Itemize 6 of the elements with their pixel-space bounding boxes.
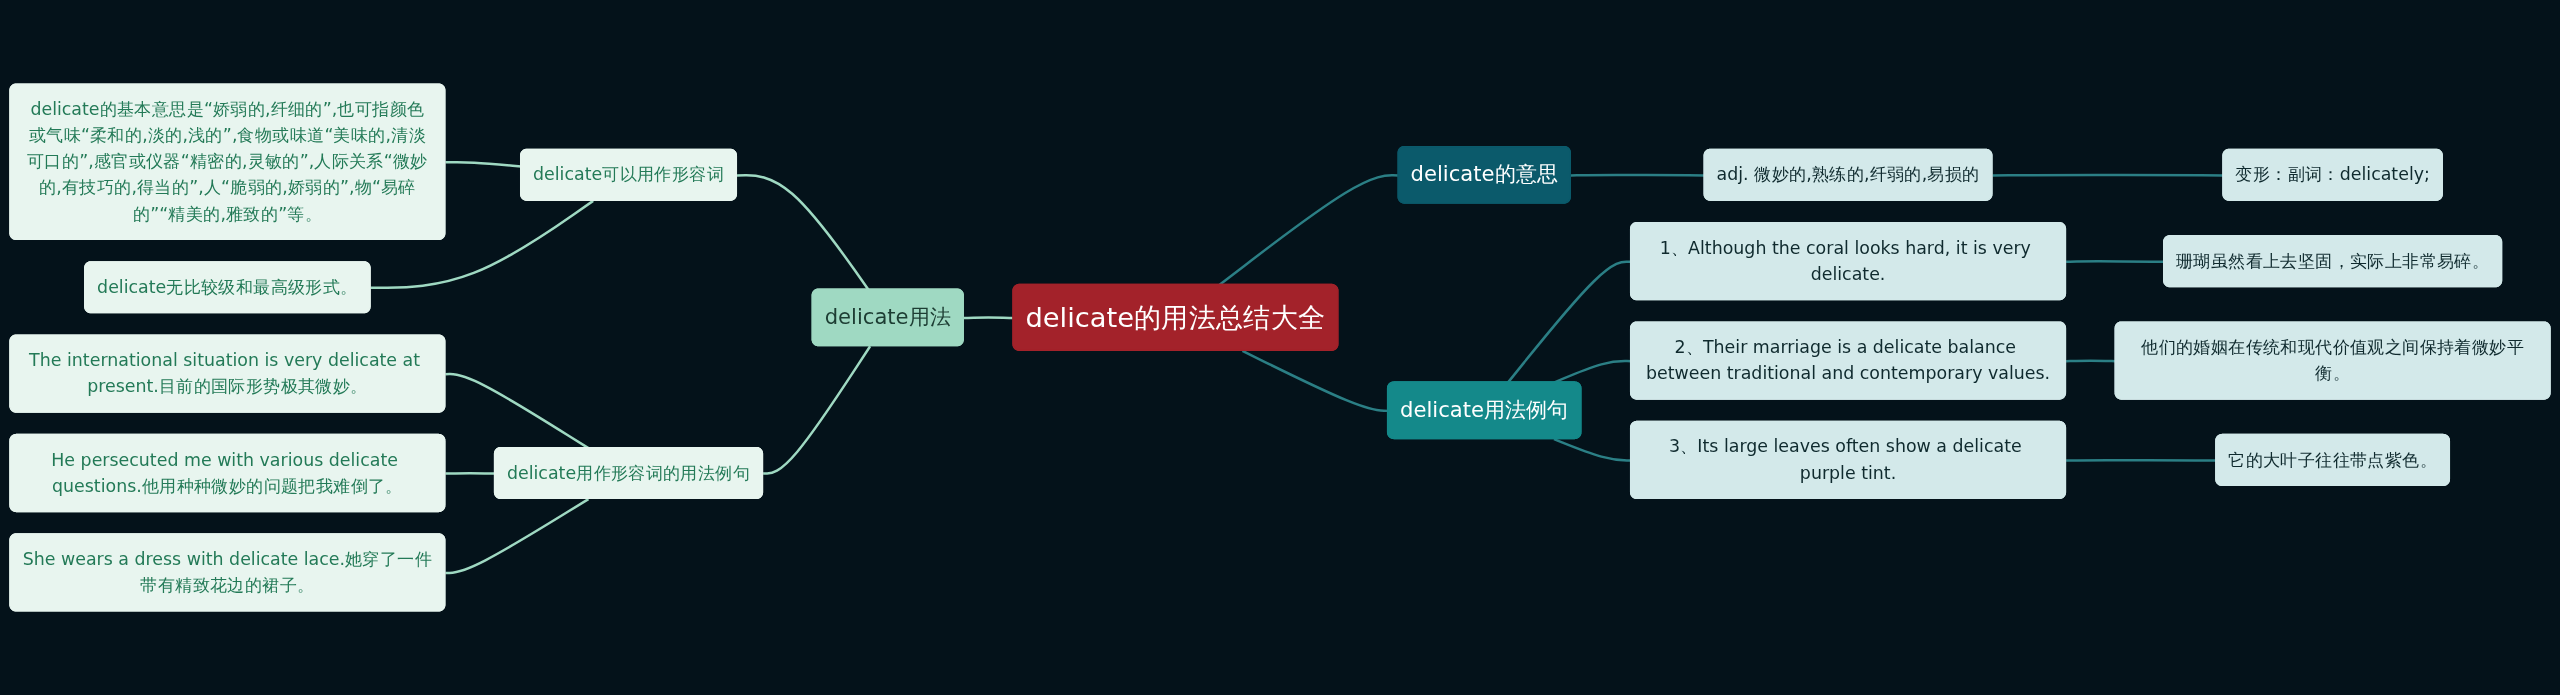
connector — [1570, 173, 1705, 177]
connector — [370, 199, 594, 290]
connector — [445, 498, 590, 575]
connector — [2066, 359, 2116, 363]
connector — [737, 174, 870, 291]
connector — [763, 345, 872, 475]
